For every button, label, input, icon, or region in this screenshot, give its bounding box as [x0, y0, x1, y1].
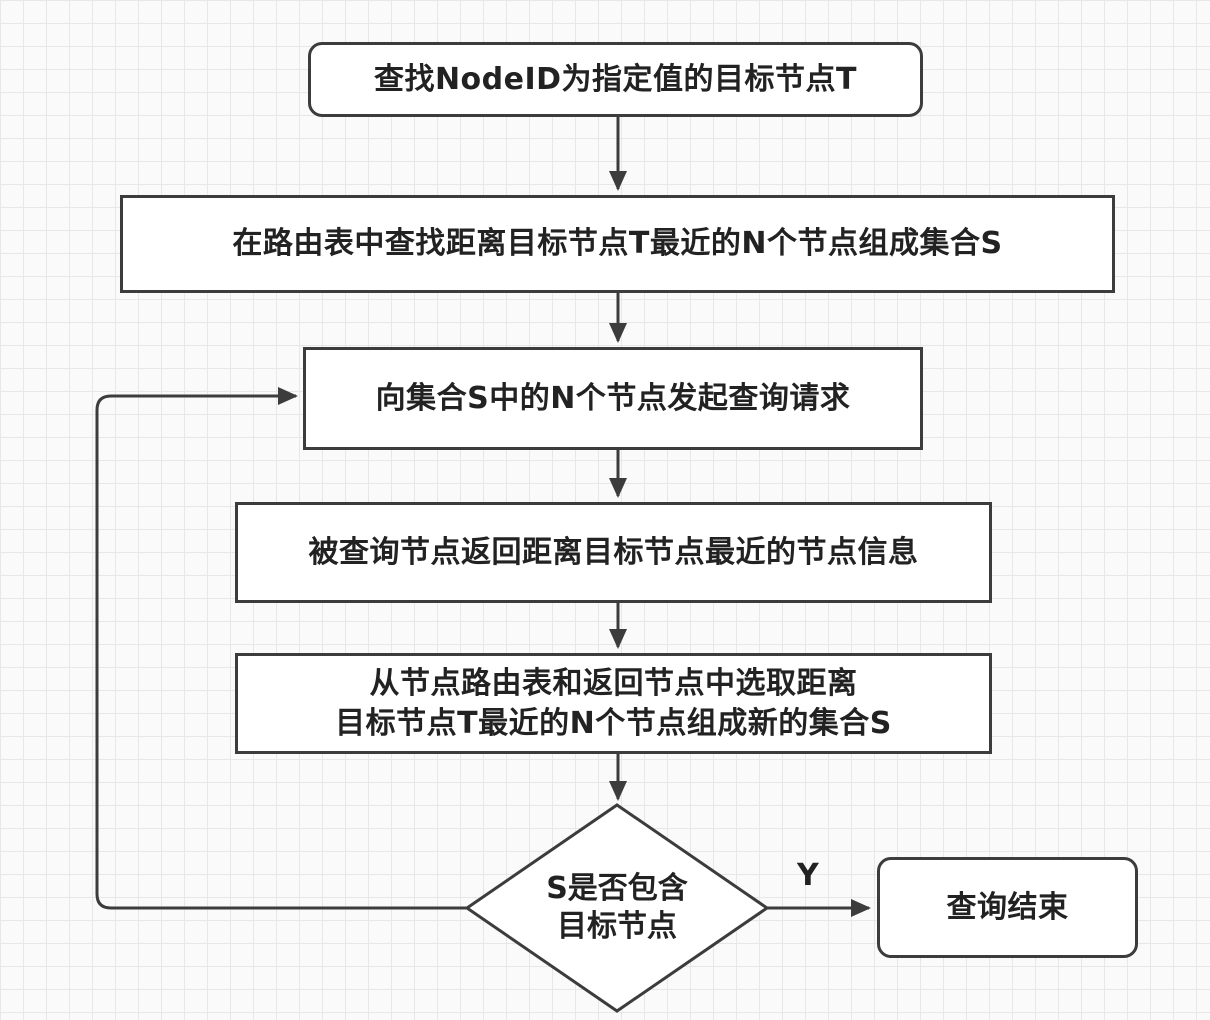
- node-lookup-label: 在路由表中查找距离目标节点T最近的N个节点组成集合S: [232, 226, 1003, 261]
- node-start-label: 查找NodeID为指定值的目标节点T: [373, 61, 858, 97]
- node-response-label: 被查询节点返回距离目标节点最近的节点信息: [308, 534, 919, 570]
- node-end-label: 查询结束: [946, 889, 1069, 925]
- node-query-label: 向集合S中的N个节点发起查询请求: [375, 380, 851, 416]
- node-start: 查找NodeID为指定值的目标节点T: [308, 42, 923, 117]
- node-decision: S是否包含 目标节点: [467, 815, 767, 1001]
- node-send-query: 向集合S中的N个节点发起查询请求: [303, 347, 923, 450]
- node-lookup-routing-table: 在路由表中查找距离目标节点T最近的N个节点组成集合S: [120, 195, 1115, 293]
- node-decision-label-line2: 目标节点: [557, 909, 677, 944]
- edge-decision-loop-to-query: [95, 387, 467, 910]
- edge-label-yes: Y: [797, 858, 819, 893]
- decision-diamond-shape: [464, 803, 770, 1013]
- node-end: 查询结束: [877, 857, 1138, 958]
- node-return-closest-info: 被查询节点返回距离目标节点最近的节点信息: [235, 502, 992, 603]
- node-reselect-set: 从节点路由表和返回节点中选取距离 目标节点T最近的N个节点组成新的集合S: [235, 653, 992, 754]
- node-reselect-label-line1: 从节点路由表和返回节点中选取距离: [369, 665, 858, 701]
- node-decision-label-line1: S是否包含: [546, 871, 688, 906]
- node-reselect-label-line2: 目标节点T最近的N个节点组成新的集合S: [335, 705, 892, 741]
